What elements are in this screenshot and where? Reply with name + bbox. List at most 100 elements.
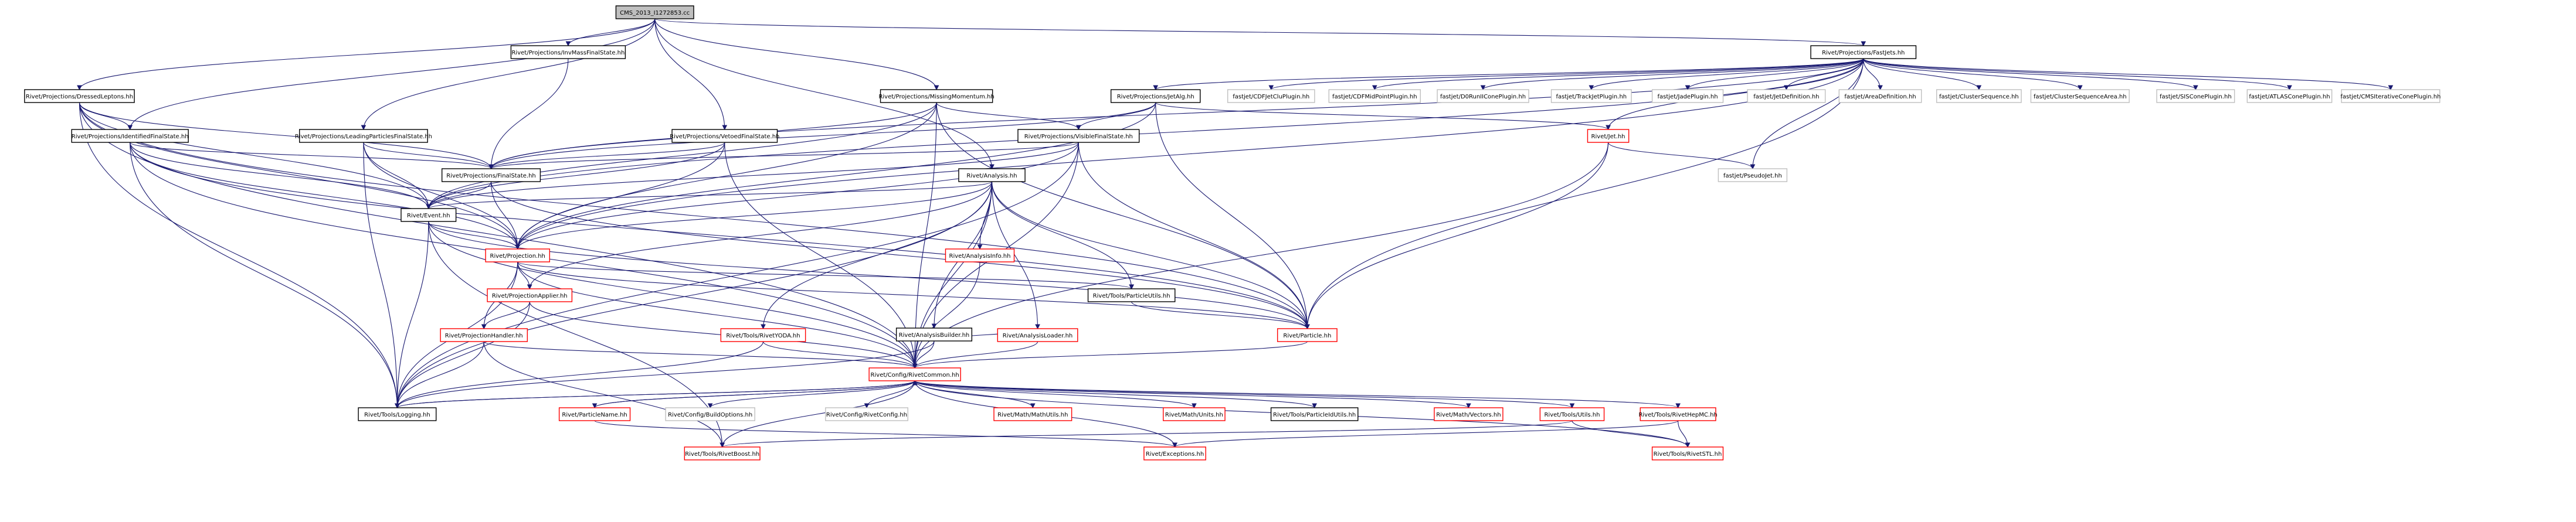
- file-node-jet[interactable]: Rivet/Jet.hh: [1587, 129, 1630, 143]
- file-node-vectors[interactable]: Rivet/Math/Vectors.hh: [1434, 407, 1503, 421]
- dependency-edge: [762, 341, 918, 369]
- dependency-edge: [515, 142, 1079, 250]
- file-node-event[interactable]: Rivet/Event.hh: [401, 208, 457, 222]
- file-node-label: Rivet/Math/Vectors.hh: [1436, 412, 1501, 418]
- file-node-projection[interactable]: Rivet/Projection.hh: [485, 248, 551, 262]
- file-node-label: fastjet/SISConePlugin.hh: [2160, 94, 2232, 100]
- dependency-edge: [79, 102, 400, 409]
- file-node-projhandler[interactable]: Rivet/ProjectionHandler.hh: [440, 328, 528, 342]
- file-node-label: fastjet/PseudoJet.hh: [1723, 173, 1782, 179]
- dependency-edge: [395, 341, 764, 409]
- file-node-label: Rivet/Projections/DressedLeptons.hh: [26, 94, 133, 100]
- dependency-edge: [395, 341, 484, 409]
- file-node-vetoed[interactable]: Rivet/Projections/VetoedFinalState.hh: [670, 129, 779, 143]
- file-node-identified[interactable]: Rivet/Projections/IdentifiedFinalState.h…: [71, 129, 189, 143]
- file-node-particlename[interactable]: Rivet/ParticleName.hh: [558, 407, 631, 421]
- dependency-edge: [1372, 58, 1864, 91]
- file-node-rivethepmc[interactable]: Rivet/Tools/RivetHepMC.hh: [1638, 407, 1718, 421]
- file-node-missing[interactable]: Rivet/Projections/MissingMomentum.hh: [878, 89, 995, 103]
- dependency-edge: [77, 18, 656, 91]
- file-node-dressed[interactable]: Rivet/Projections/DressedLeptons.hh: [24, 89, 135, 103]
- dependency-edge: [363, 142, 494, 170]
- dependency-edge: [654, 18, 728, 131]
- file-node-label: Rivet/Config/BuildOptions.hh: [668, 412, 752, 418]
- file-node-label: CMS_2013_I1272853.cc: [620, 10, 690, 16]
- file-node-units[interactable]: Rivet/Math/Units.hh: [1163, 407, 1226, 421]
- file-node-particleutils[interactable]: Rivet/Tools/ParticleUtils.hh: [1087, 288, 1176, 302]
- file-node-fastjets[interactable]: Rivet/Projections/FastJets.hh: [1810, 45, 1917, 59]
- file-node-label: Rivet/Projections/IdentifiedFinalState.h…: [72, 134, 189, 140]
- file-node-label: fastjet/JetDefinition.hh: [1753, 94, 1819, 100]
- file-node-label: Rivet/Tools/Logging.hh: [364, 412, 430, 418]
- file-node-label: Rivet/Projections/FastJets.hh: [1822, 50, 1905, 56]
- dependency-edge: [396, 380, 918, 408]
- file-node-label: Rivet/Projections/LeadingParticlesFinalS…: [295, 134, 432, 140]
- file-node-rivetyoda[interactable]: Rivet/Tools/RivetYODA.hh: [720, 328, 806, 342]
- file-node-invmass[interactable]: Rivet/Projections/InvMassFinalState.hh: [510, 45, 626, 59]
- file-node-utils[interactable]: Rivet/Tools/Utils.hh: [1539, 407, 1605, 421]
- dependency-edge: [395, 221, 429, 409]
- file-node-trackjet: fastjet/TrackJetPlugin.hh: [1550, 89, 1632, 103]
- file-node-label: Rivet/Projections/FinalState.hh: [446, 173, 536, 179]
- file-node-leading[interactable]: Rivet/Projections/LeadingParticlesFinalS…: [295, 129, 432, 143]
- dependency-edge: [991, 181, 1040, 330]
- file-node-label: fastjet/ClusterSequenceArea.hh: [2034, 94, 2127, 100]
- file-node-projapplier[interactable]: Rivet/ProjectionApplier.hh: [487, 288, 573, 302]
- file-node-label: fastjet/JadePlugin.hh: [1658, 94, 1718, 100]
- dependency-edge: [991, 181, 1134, 290]
- file-node-cmsiter: fastjet/CMSIterativeConePlugin.hh: [2340, 89, 2441, 103]
- dependency-edge: [515, 181, 993, 250]
- file-node-atlascone: fastjet/ATLASConePlugin.hh: [2246, 89, 2333, 103]
- dependency-edge: [483, 341, 918, 369]
- file-node-exceptions[interactable]: Rivet/Exceptions.hh: [1143, 446, 1206, 460]
- dependency-edge: [127, 18, 656, 131]
- file-node-particle[interactable]: Rivet/Particle.hh: [1277, 328, 1338, 342]
- file-node-label: Rivet/Exceptions.hh: [1146, 451, 1204, 458]
- file-node-label: Rivet/AnalysisBuilder.hh: [899, 332, 970, 339]
- dependency-edge: [1863, 58, 1883, 91]
- file-node-clusterseqarea: fastjet/ClusterSequenceArea.hh: [2030, 89, 2130, 103]
- file-node-rivetboost[interactable]: Rivet/Tools/RivetBoost.hh: [684, 446, 761, 460]
- dependency-edge: [654, 18, 1866, 47]
- file-node-label: Rivet/Projection.hh: [490, 253, 545, 260]
- file-node-label: fastjet/ATLASConePlugin.hh: [2249, 94, 2330, 100]
- file-node-particleidutils[interactable]: Rivet/Tools/ParticleIdUtils.hh: [1270, 407, 1359, 421]
- file-node-label: Rivet/Tools/ParticleIdUtils.hh: [1273, 412, 1356, 418]
- dependency-edge: [707, 380, 915, 409]
- file-node-logging[interactable]: Rivet/Tools/Logging.hh: [358, 407, 437, 421]
- file-node-analysisinfo[interactable]: Rivet/AnalysisInfo.hh: [945, 248, 1015, 262]
- dependency-edge: [654, 18, 939, 91]
- file-node-rivetconfig: Rivet/Config/RivetConfig.hh: [825, 407, 908, 421]
- file-node-clusterseq: fastjet/ClusterSequence.hh: [1936, 89, 2022, 103]
- file-node-label: Rivet/Config/RivetCommon.hh: [871, 372, 959, 378]
- file-node-buildoptions: Rivet/Config/BuildOptions.hh: [665, 407, 755, 421]
- dependency-edge: [1589, 58, 1864, 91]
- file-node-analysisloader[interactable]: Rivet/AnalysisLoader.hh: [997, 328, 1078, 342]
- dependency-edge: [395, 301, 530, 409]
- dependency-edge: [912, 341, 1038, 369]
- file-node-label: fastjet/TrackJetPlugin.hh: [1556, 94, 1627, 100]
- file-node-mathutils[interactable]: Rivet/Math/MathUtils.hh: [993, 407, 1073, 421]
- file-node-rivetstl[interactable]: Rivet/Tools/RivetSTL.hh: [1651, 446, 1724, 460]
- file-node-label: Rivet/Tools/RivetYODA.hh: [726, 333, 800, 339]
- file-node-finalstate[interactable]: Rivet/Projections/FinalState.hh: [441, 168, 541, 182]
- dependency-edge: [517, 261, 532, 290]
- dependency-edge: [361, 18, 656, 131]
- file-node-jetalg[interactable]: Rivet/Projections/JetAlg.hh: [1110, 89, 1201, 103]
- dependency-edge: [426, 102, 937, 210]
- file-node-visible[interactable]: Rivet/Projections/VisibleFinalState.hh: [1017, 129, 1140, 143]
- dependency-edge: [914, 380, 1471, 409]
- file-node-label: Rivet/Analysis.hh: [966, 173, 1017, 179]
- file-node-jetdef: fastjet/JetDefinition.hh: [1747, 89, 1826, 103]
- file-node-common[interactable]: Rivet/Config/RivetCommon.hh: [868, 367, 961, 381]
- dependency-edge: [914, 380, 1681, 409]
- dependency-edge: [1268, 58, 1864, 91]
- file-node-analysisbuilder[interactable]: Rivet/AnalysisBuilder.hh: [895, 327, 973, 342]
- file-node-analysis[interactable]: Rivet/Analysis.hh: [958, 168, 1026, 182]
- dependency-edge: [488, 58, 569, 170]
- file-node-root[interactable]: CMS_2013_I1272853.cc: [615, 5, 694, 19]
- dependency-edge: [594, 420, 1177, 448]
- dependency-edge: [483, 341, 725, 448]
- dependency-edge: [1172, 420, 1679, 448]
